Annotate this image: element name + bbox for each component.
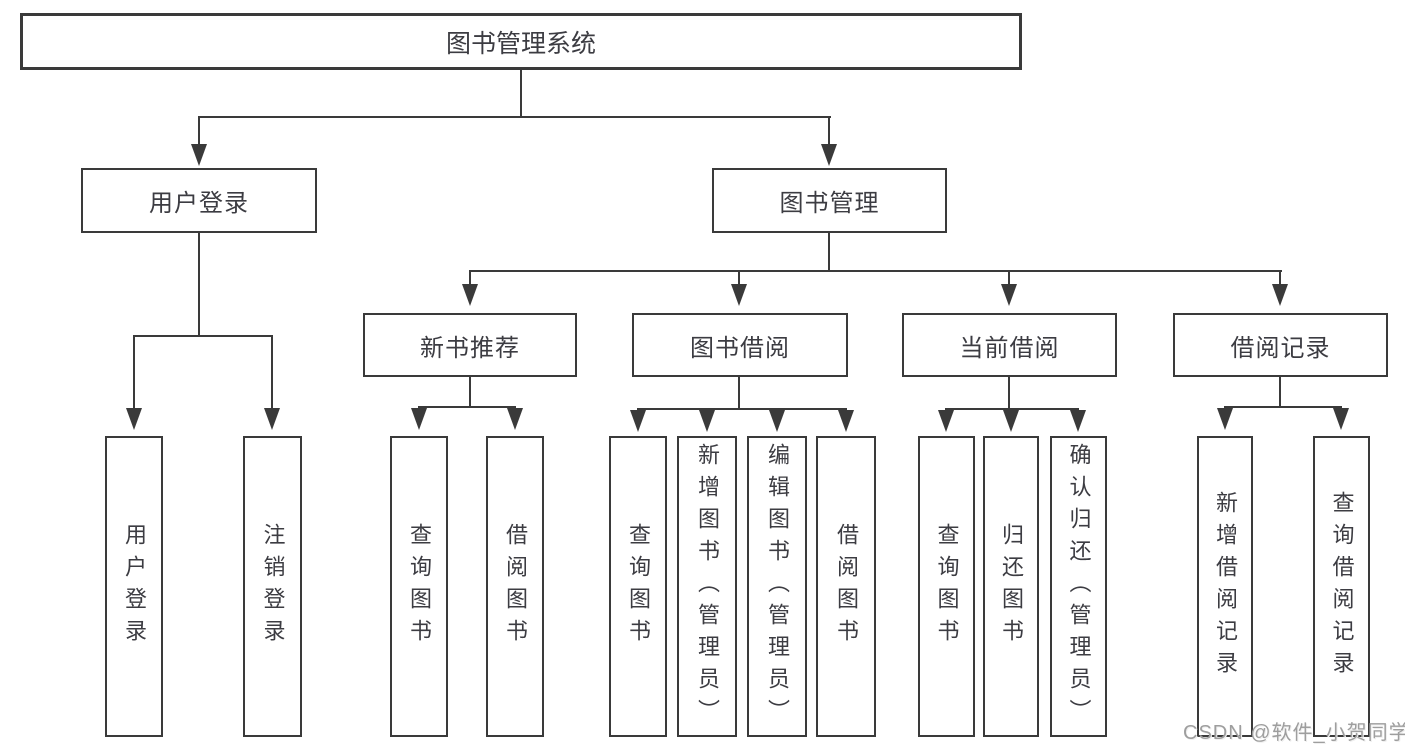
node-user-login: 用户登录 — [81, 168, 317, 233]
connector-line — [637, 408, 847, 410]
node-current-borrowing: 当前借阅 — [902, 313, 1117, 377]
connector-line — [198, 231, 200, 337]
arrowhead-down — [1272, 284, 1288, 306]
node-label: 编辑图书（管理员） — [765, 442, 790, 731]
node-label: 确认归还（管理员） — [1066, 442, 1092, 731]
arrowhead-down — [191, 144, 207, 166]
node-label: 查询借阅记录 — [1329, 490, 1355, 683]
node-label: 借阅图书 — [834, 522, 859, 651]
leaf-confirm-return-admin: 确认归还（管理员） — [1050, 436, 1107, 737]
connector-line — [469, 270, 1282, 272]
connector-line — [1224, 406, 1342, 408]
leaf-query-borrow-record: 查询借阅记录 — [1313, 436, 1370, 737]
arrowhead-down — [1217, 408, 1233, 430]
arrowhead-down — [411, 408, 427, 430]
leaf-user-login: 用户登录 — [105, 436, 163, 737]
node-label: 查询图书 — [626, 522, 651, 651]
connector-line — [828, 116, 830, 146]
node-borrowing-records: 借阅记录 — [1173, 313, 1388, 377]
node-label: 当前借阅 — [959, 334, 1060, 362]
leaf-query-books-borrow: 查询图书 — [609, 436, 667, 737]
leaf-logout: 注销登录 — [243, 436, 302, 737]
leaf-return-book: 归还图书 — [983, 436, 1039, 737]
node-label: 新书推荐 — [420, 334, 520, 362]
connector-line — [520, 67, 522, 118]
node-label: 注销登录 — [260, 522, 286, 651]
connector-line — [133, 335, 135, 408]
arrowhead-down — [838, 410, 854, 432]
node-label: 用户登录 — [149, 190, 249, 217]
node-label: 借阅记录 — [1230, 334, 1331, 362]
leaf-borrow-books: 借阅图书 — [816, 436, 876, 737]
node-label: 借阅图书 — [503, 522, 528, 651]
connector-line — [198, 116, 200, 146]
connector-line — [738, 375, 740, 410]
connector-line — [828, 231, 830, 272]
arrowhead-down — [1070, 410, 1086, 432]
node-label: 归还图书 — [999, 522, 1024, 651]
connector-line — [198, 116, 831, 118]
leaf-add-book-admin: 新增图书（管理员） — [677, 436, 737, 737]
node-label: 图书管理 — [779, 190, 880, 217]
node-library-management-system: 图书管理系统 — [20, 13, 1022, 70]
connector-line — [738, 270, 740, 286]
connector-line — [469, 375, 471, 408]
arrowhead-down — [699, 410, 715, 432]
connector-line — [469, 270, 471, 286]
leaf-query-books-recommend: 查询图书 — [390, 436, 448, 737]
arrowhead-down — [264, 408, 280, 430]
leaf-edit-book-admin: 编辑图书（管理员） — [747, 436, 807, 737]
connector-line — [418, 406, 516, 408]
node-book-borrowing: 图书借阅 — [632, 313, 848, 377]
arrowhead-down — [769, 410, 785, 432]
connector-line — [1008, 375, 1010, 410]
arrowhead-down — [1001, 284, 1017, 306]
node-label: 新增图书（管理员） — [695, 442, 720, 731]
node-label: 图书借阅 — [690, 334, 790, 362]
arrowhead-down — [1333, 408, 1349, 430]
arrowhead-down — [126, 408, 142, 430]
connector-line — [945, 408, 1079, 410]
arrowhead-down — [731, 284, 747, 306]
leaf-query-books-current: 查询图书 — [918, 436, 975, 737]
node-book-management: 图书管理 — [712, 168, 947, 233]
arrowhead-down — [507, 408, 523, 430]
connector-line — [271, 335, 273, 408]
connector-line — [1279, 270, 1281, 286]
arrowhead-down — [821, 144, 837, 166]
connector-line — [1008, 270, 1010, 286]
arrowhead-down — [938, 410, 954, 432]
node-label: 查询图书 — [934, 522, 960, 651]
node-label: 查询图书 — [407, 522, 432, 651]
node-label: 图书管理系统 — [445, 29, 596, 58]
leaf-borrow-books-recommend: 借阅图书 — [486, 436, 544, 737]
arrowhead-down — [1003, 410, 1019, 432]
connector-line — [133, 335, 273, 337]
node-label: 新增借阅记录 — [1213, 490, 1238, 683]
arrowhead-down — [462, 284, 478, 306]
node-new-book-recommendation: 新书推荐 — [363, 313, 577, 377]
connector-line — [1279, 375, 1281, 408]
arrowhead-down — [630, 410, 646, 432]
node-label: 用户登录 — [122, 522, 147, 651]
csdn-watermark: CSDN @软件_小贺同学 — [1183, 722, 1405, 744]
leaf-add-borrow-record: 新增借阅记录 — [1197, 436, 1253, 737]
